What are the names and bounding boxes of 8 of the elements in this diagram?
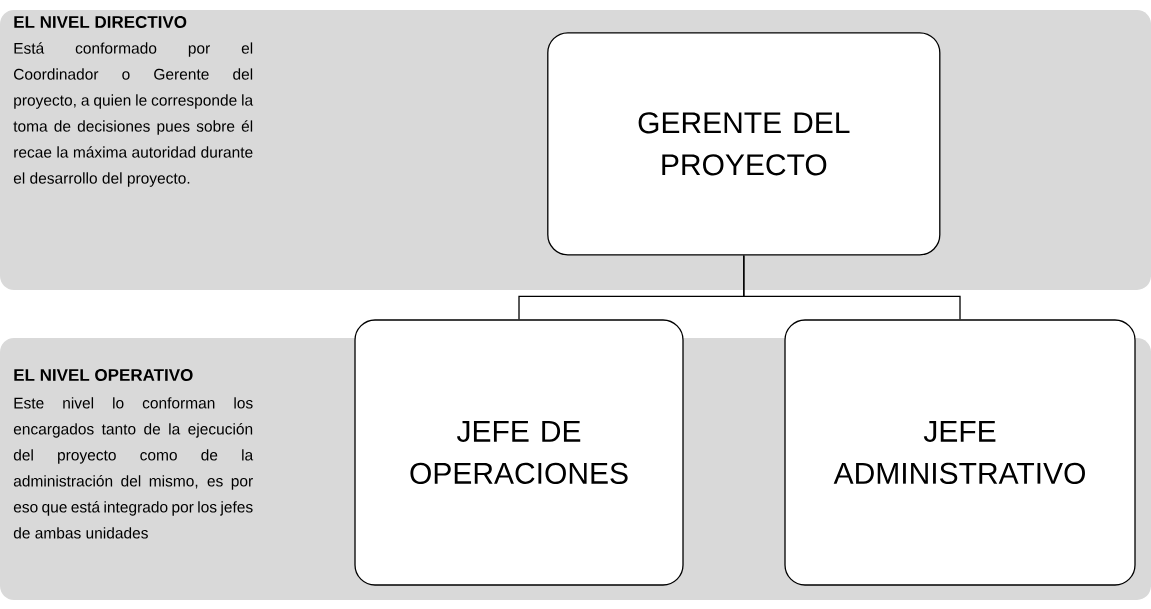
description: Está conformado por el Coordinador o Gerente del proyecto, a quien le corresponde la toma de decisiones pues sobre él recae la máxima autoridad durante el desarrollo del proyecto. <box>13 42 254 187</box>
heading: EL NIVEL OPERATIVO <box>14 368 193 381</box>
title-box: JEFE ADMINISTRATIVO <box>784 319 1136 586</box>
description: Este nivel lo conforman los encargados tanto de la ejecución del proyecto como de la administración del mismo, es por eso que está integrado por los jefes de ambas unidades <box>13 397 254 539</box>
title-box: GERENTE DEL PROYECTO <box>547 32 941 256</box>
heading: EL NIVEL DIRECTIVO <box>14 15 187 28</box>
title-box: JEFE DE OPERACIONES <box>354 319 684 586</box>
connector <box>743 254 961 320</box>
